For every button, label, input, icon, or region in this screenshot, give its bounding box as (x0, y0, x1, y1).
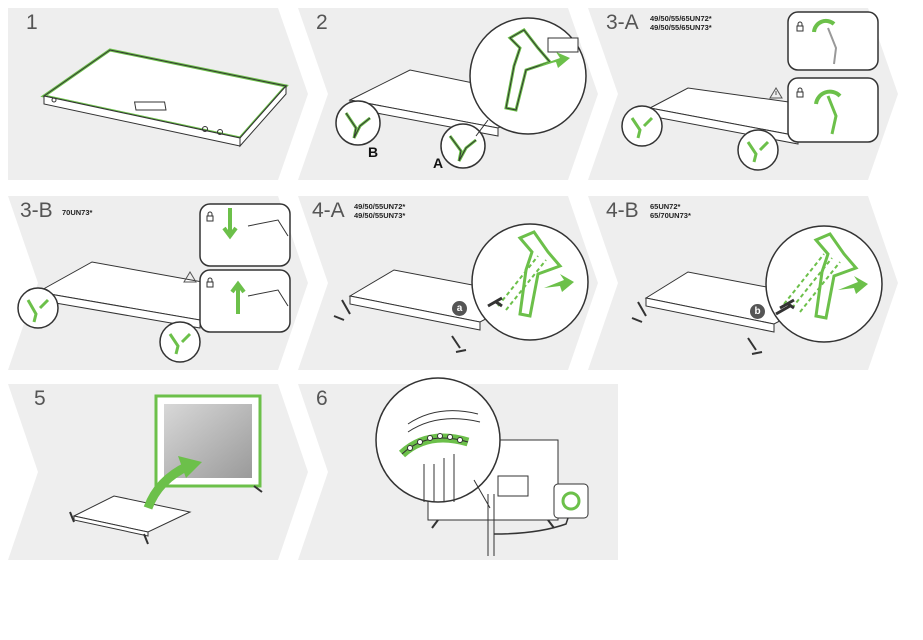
step-5-panel: 5 (8, 384, 308, 560)
model-list: 49/50/55UN72* 49/50/55UN73* (354, 202, 405, 220)
step-4a-illustration (298, 196, 598, 370)
model-name: 49/50/55/65UN73* (650, 23, 712, 32)
step-4b-illustration (588, 196, 898, 370)
step-3b-illustration (8, 196, 308, 370)
step-2-panel: 2 B A (298, 8, 598, 180)
screw-badge: b (750, 304, 765, 319)
step-number: 4-B (606, 199, 639, 222)
model-list: 65UN72* 65/70UN73* (650, 202, 691, 220)
step-4b-panel: 4-B 65UN72* 65/70UN73* b (588, 196, 898, 370)
warning-icon (769, 87, 783, 99)
step-number: 5 (34, 387, 46, 410)
step-number: 6 (316, 387, 328, 410)
step-3a-panel: 3-A 49/50/55/65UN72* 49/50/55/65UN73* (588, 8, 898, 180)
model-list: 70UN73* (62, 208, 92, 217)
step-5-illustration (8, 384, 308, 560)
lock-icon (796, 91, 804, 98)
model-name: 49/50/55UN72* (354, 202, 406, 211)
step-number: 4-A (312, 199, 345, 222)
model-name: 49/50/55UN73* (354, 211, 406, 220)
step-1-panel: 1 (8, 8, 308, 180)
step-6-panel: 6 (298, 377, 618, 560)
callout-b: B (368, 144, 379, 160)
step-number: 1 (26, 11, 38, 34)
warning-icon (183, 271, 197, 283)
step-3b-panel: 3-B 70UN73* (8, 196, 308, 370)
step-1-illustration (8, 8, 308, 180)
model-list: 49/50/55/65UN72* 49/50/55/65UN73* (650, 14, 712, 32)
step-4a-panel: 4-A 49/50/55UN72* 49/50/55UN73* a (298, 196, 598, 370)
power-plug-icon (553, 483, 589, 519)
model-name: 65UN72* (650, 202, 681, 211)
model-name: 49/50/55/65UN72* (650, 14, 712, 23)
model-name: 70UN73* (62, 208, 93, 217)
callout-a: A (433, 155, 444, 171)
step-number: 3-A (606, 11, 639, 34)
lock-icon (796, 25, 804, 32)
arrow-icon (178, 456, 202, 478)
step-6-illustration (298, 377, 618, 560)
step-number: 2 (316, 11, 328, 34)
lock-icon (206, 215, 214, 222)
model-name: 65/70UN73* (650, 211, 691, 220)
screw-badge: a (452, 301, 467, 316)
step-3a-illustration (588, 8, 898, 180)
step-number: 3-B (20, 199, 53, 222)
lock-icon (206, 281, 214, 288)
step-2-illustration (298, 8, 598, 180)
